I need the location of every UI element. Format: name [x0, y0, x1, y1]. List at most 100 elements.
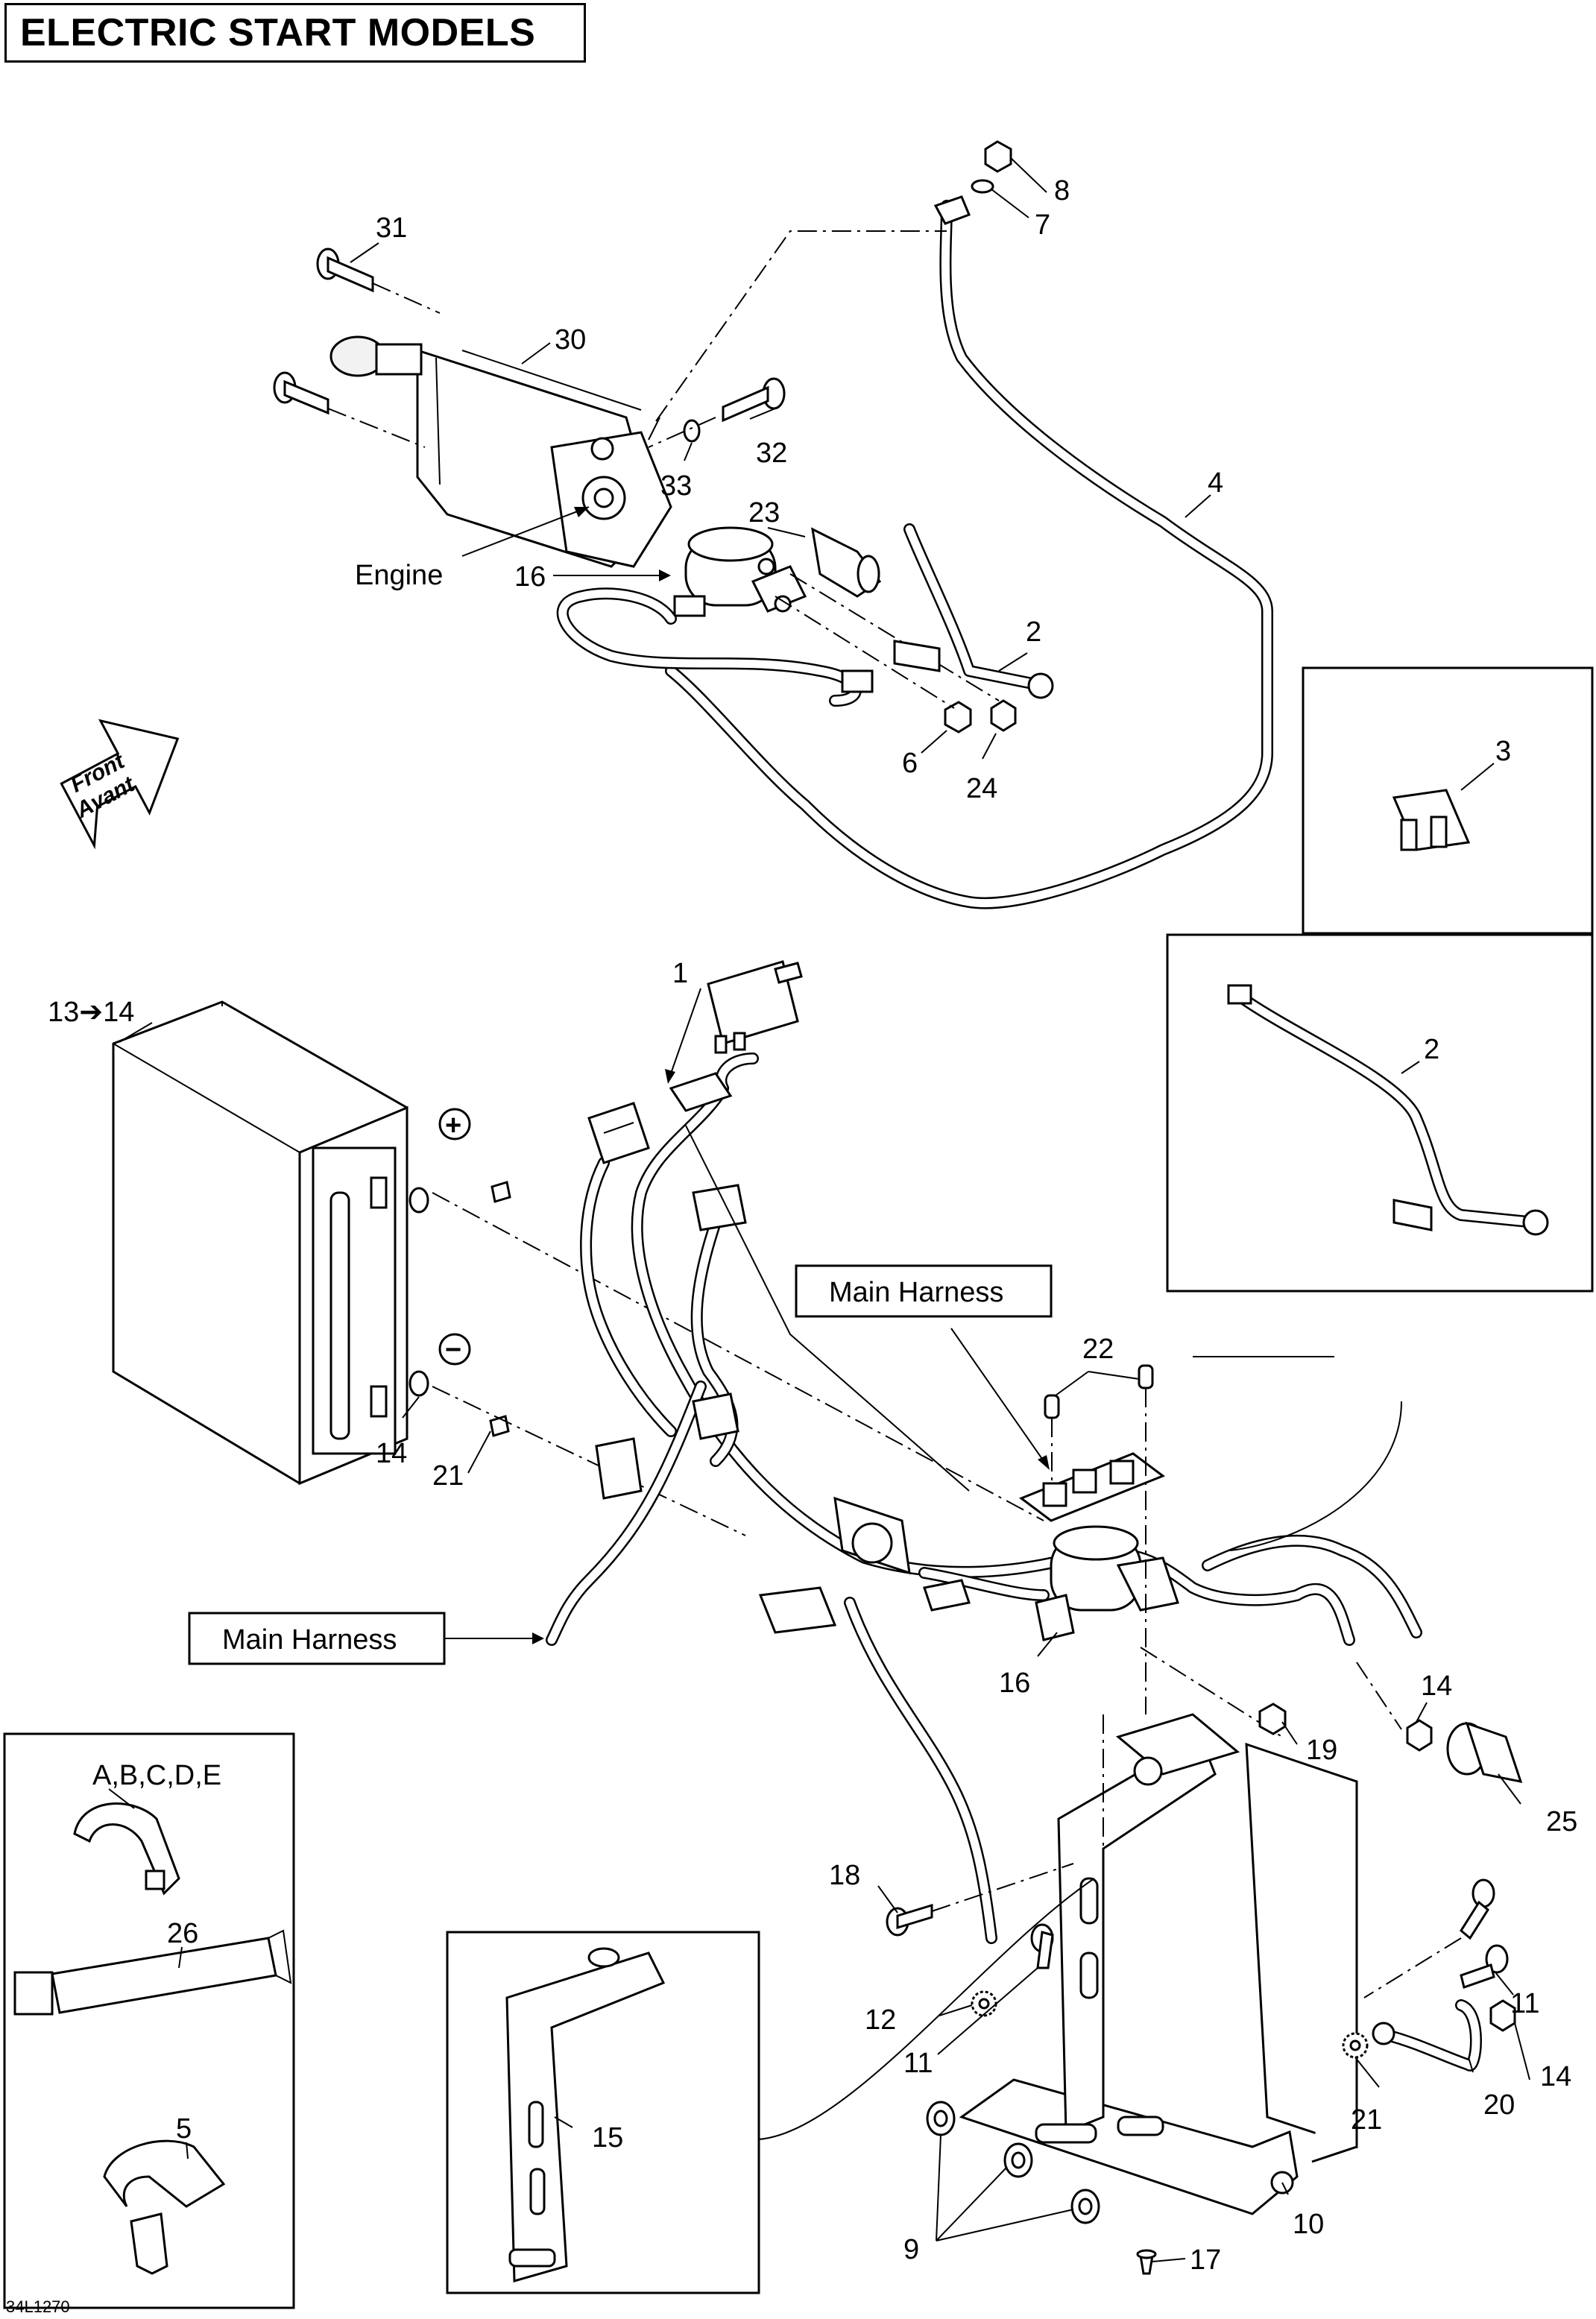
callout-25: 25 [1546, 1806, 1577, 1837]
washer-7 [971, 179, 994, 194]
solenoid-16-bottom [1035, 1525, 1179, 1641]
callout-16-bottom: 16 [999, 1668, 1030, 1699]
terminal-nut-upper [491, 1181, 511, 1203]
relay-1 [707, 960, 803, 1054]
bolt-11-right-upper [1460, 1878, 1495, 1940]
callout-33: 33 [660, 470, 692, 502]
inset-box-cable [1166, 933, 1594, 1293]
positive-terminal-symbol [438, 1108, 471, 1140]
nut-8 [984, 140, 1012, 173]
boot-cap-23 [811, 527, 882, 598]
grommet-9-a [926, 2101, 956, 2136]
callout-16-top: 16 [514, 561, 546, 593]
main-harness-label-box-2 [188, 1612, 446, 1665]
callout-6: 6 [902, 748, 918, 779]
page-title: ELECTRIC START MODELS [4, 3, 586, 63]
callout-10: 10 [1293, 2209, 1324, 2240]
main-harness-label-box-1 [795, 1264, 1053, 1318]
callout-31: 31 [376, 212, 407, 244]
ground-cable-2-top [893, 523, 1054, 699]
callout-19: 19 [1306, 1735, 1337, 1766]
bolt-11-right-lower [1460, 1944, 1509, 1989]
engine-label: Engine [355, 560, 443, 591]
callout-13-14: 13➔14 [48, 997, 134, 1028]
harness-connector-b [692, 1392, 739, 1440]
callout-26: 26 [167, 1918, 198, 1949]
callout-21-right: 21 [1351, 2104, 1382, 2136]
fuse-22-left [1044, 1394, 1060, 1419]
bracket-15 [505, 1947, 666, 2282]
callout-11-right: 11 [1510, 1988, 1539, 2019]
nut-19 [1258, 1703, 1287, 1735]
nut-6 [944, 701, 972, 733]
callout-2-top: 2 [1026, 616, 1041, 648]
callout-30: 30 [555, 324, 586, 356]
lock-washer-12 [971, 1990, 997, 2017]
negative-sign: − [445, 1334, 461, 1366]
callout-12: 12 [865, 2004, 896, 2036]
ground-cable-2-inset [1227, 984, 1549, 1236]
ground-cable-20 [1372, 1999, 1482, 2072]
inset-box-fuse [1302, 666, 1594, 935]
callout-18: 18 [829, 1860, 860, 1891]
grommet-9-b [1003, 2142, 1033, 2178]
callout-14-battery: 14 [376, 1438, 407, 1469]
inset-box-bracket [446, 1931, 760, 2294]
callout-15: 15 [592, 2122, 623, 2154]
lock-washer-21-right [1342, 2032, 1369, 2059]
grommet-9-c [1070, 2189, 1100, 2224]
nut-14-right [1406, 1719, 1433, 1752]
harness-connector-e [833, 1496, 911, 1575]
callout-2-inset: 2 [1424, 1034, 1439, 1065]
front-direction-arrow-icon: Front Avant [60, 719, 180, 850]
main-harness-label-2: Main Harness [222, 1624, 397, 1656]
tie-strap-clamp [73, 1802, 180, 1896]
callout-3: 3 [1495, 736, 1511, 767]
callout-17: 17 [1190, 2244, 1221, 2276]
starter-cable-4 [665, 195, 1273, 909]
starter-harness-loop [556, 587, 874, 707]
callout-21-battery: 21 [432, 1460, 464, 1492]
callout-8: 8 [1054, 175, 1070, 206]
callout-14-lower: 14 [1540, 2061, 1571, 2092]
callout-20: 20 [1483, 2089, 1515, 2121]
callout-14-right: 14 [1421, 1670, 1452, 1702]
positive-sign: + [445, 1110, 461, 1141]
bolt-32 [722, 377, 786, 423]
callout-11-left: 11 [903, 2048, 933, 2079]
callout-7: 7 [1035, 209, 1050, 241]
callout-22: 22 [1082, 1334, 1114, 1365]
callout-32: 32 [756, 438, 787, 469]
junction-block [1018, 1452, 1166, 1522]
washer-33 [683, 419, 701, 443]
push-pin-17 [1136, 2249, 1157, 2275]
bolt-31-upper [316, 247, 374, 293]
harness-connector-c [595, 1437, 643, 1500]
inset-box-accessories [3, 1732, 295, 2309]
drawing-code: 34L1270 [6, 2297, 70, 2316]
bolt-31-lower [273, 371, 329, 415]
bolt-11-left [1030, 1923, 1054, 1969]
fuse-3 [1392, 789, 1471, 851]
negative-terminal-symbol [438, 1333, 471, 1366]
callout-24: 24 [966, 773, 997, 804]
dielectric-grease-tube [13, 1929, 292, 2016]
bolt-18 [886, 1903, 933, 1937]
battery-tray-10 [959, 1713, 1358, 2215]
battery-13 [112, 1000, 429, 1486]
main-harness [546, 1053, 1422, 1944]
nut-24 [990, 699, 1017, 732]
main-harness-label-1: Main Harness [829, 1277, 1003, 1308]
relay-socket-connector [587, 1102, 650, 1164]
harness-connector-f [923, 1579, 971, 1612]
fuse-22-right [1138, 1364, 1154, 1389]
starter-motor [329, 335, 672, 568]
callout-23: 23 [748, 497, 780, 529]
callout-5: 5 [176, 2113, 192, 2145]
cap-25 [1446, 1721, 1523, 1783]
push-clip-5 [103, 2139, 226, 2275]
callout-4: 4 [1208, 467, 1223, 499]
callout-9: 9 [903, 2234, 919, 2265]
callout-1: 1 [672, 958, 688, 989]
